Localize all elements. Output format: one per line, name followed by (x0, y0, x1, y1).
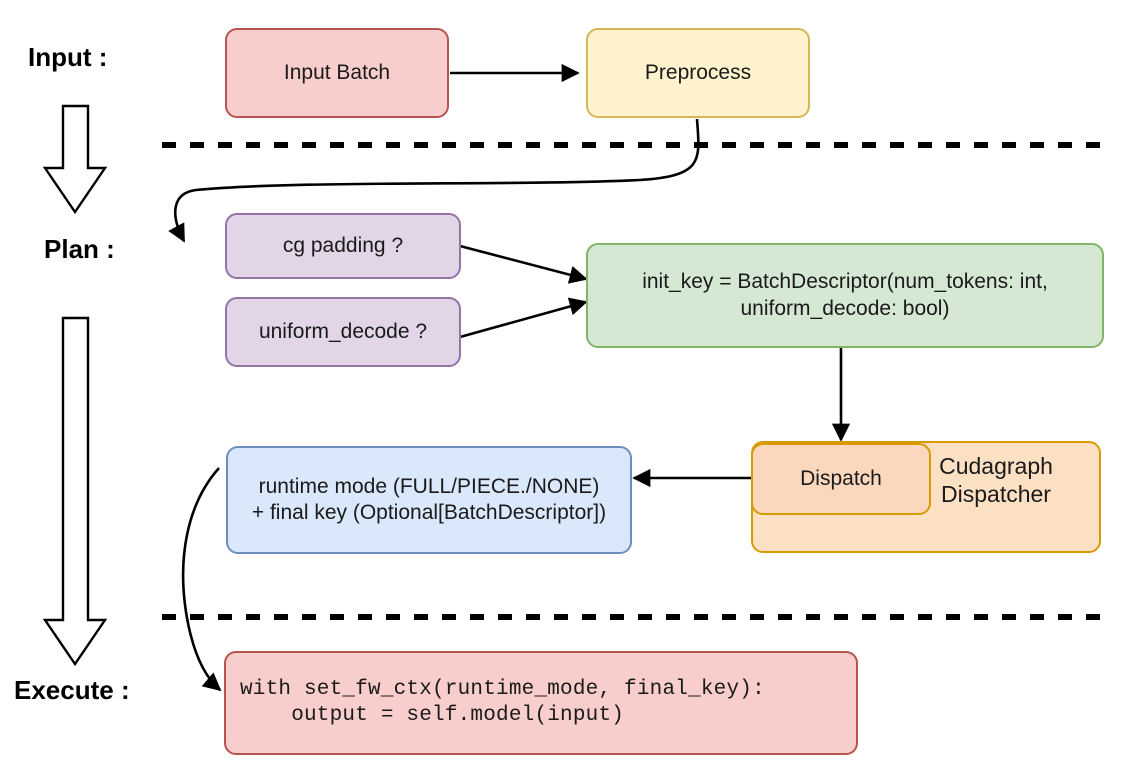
edge-runtime-mode-to-execute-code (181, 467, 222, 692)
node-execute-code-line2: output = self.model(input) (240, 704, 625, 727)
node-execute-code[interactable]: with set_fw_ctx(runtime_mode, final_key)… (224, 651, 858, 755)
node-uniform-decode[interactable]: uniform_decode ? (225, 297, 461, 367)
node-execute-code-text: with set_fw_ctx(runtime_mode, final_key)… (240, 677, 765, 730)
node-init-key[interactable]: init_key = BatchDescriptor(num_tokens: i… (586, 243, 1104, 348)
node-init-key-text: init_key = BatchDescriptor(num_tokens: i… (642, 269, 1048, 322)
node-preprocess-label: Preprocess (644, 60, 752, 84)
node-init-key-line1: init_key = BatchDescriptor(num_tokens: i… (642, 270, 1048, 294)
node-preprocess[interactable]: Preprocess (586, 28, 810, 118)
node-execute-code-line1: with set_fw_ctx(runtime_mode, final_key)… (240, 677, 765, 701)
node-dispatch[interactable]: Dispatch (751, 443, 931, 515)
node-cudagraph-dispatcher-line2: Dispatcher (941, 480, 1051, 507)
node-cudagraph-dispatcher-line1: Cudagraph (939, 453, 1053, 479)
node-cg-padding-label: cg padding ? (282, 233, 404, 257)
stage-label-plan: Plan : (44, 234, 115, 264)
edge-cg-padding-to-init-key (459, 244, 588, 284)
node-cg-padding[interactable]: cg padding ? (225, 213, 461, 279)
edge-uniform-decode-to-init-key (459, 297, 588, 339)
node-input-batch[interactable]: Input Batch (225, 28, 449, 118)
node-input-batch-label: Input Batch (283, 60, 391, 84)
stage-label-execute: Execute : (14, 675, 130, 705)
node-dispatch-label: Dispatch (800, 466, 882, 490)
node-runtime-mode-text: runtime mode (FULL/PIECE./NONE) + final … (252, 474, 606, 527)
stage-label-input: Input : (28, 42, 108, 72)
node-runtime-mode-line2: + final key (Optional[BatchDescriptor]) (251, 501, 607, 524)
node-init-key-line2: uniform_decode: bool) (740, 296, 950, 320)
node-runtime-mode[interactable]: runtime mode (FULL/PIECE./NONE) + final … (226, 446, 632, 554)
stage-arrow-plan-to-execute (42, 316, 108, 667)
node-cudagraph-dispatcher-label: Cudagraph Dispatcher (911, 453, 1081, 508)
node-uniform-decode-label: uniform_decode ? (258, 319, 428, 343)
stage-arrow-input-to-plan (42, 104, 108, 215)
node-runtime-mode-line1: runtime mode (FULL/PIECE./NONE) (258, 474, 600, 498)
